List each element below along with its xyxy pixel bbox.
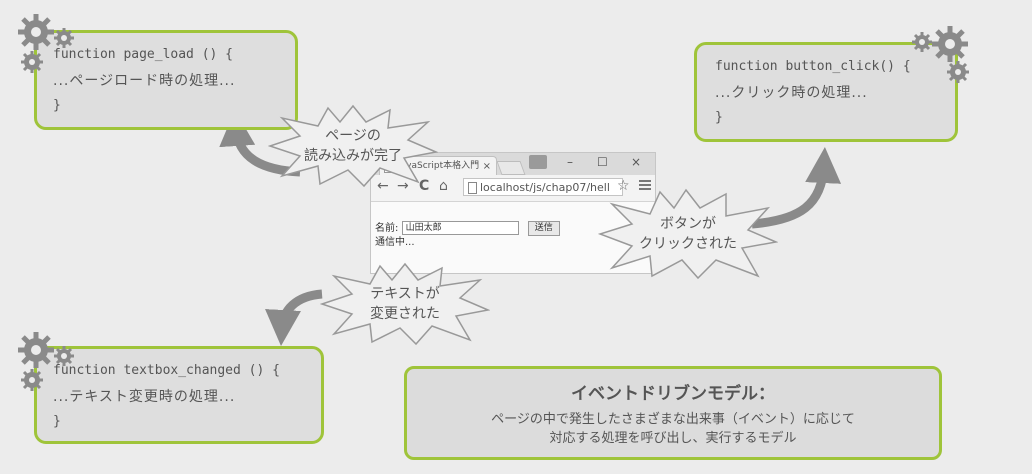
page-load-handler-box: function page_load () { ...ページロード時の処理...… xyxy=(34,30,298,130)
back-icon[interactable]: ← xyxy=(377,178,389,194)
handler-signature: function button_click() { xyxy=(715,59,911,74)
handler-close: } xyxy=(715,110,723,125)
model-description-line1: ページの中で発生したさまざまな出来事（イベント）に応じて xyxy=(491,412,855,427)
textbox-changed-handler-box: function textbox_changed () { ...テキスト変更時… xyxy=(34,346,324,444)
handler-signature: function textbox_changed () { xyxy=(53,363,280,378)
name-row: 名前: 山田太郎 送信 xyxy=(375,219,560,236)
event-label-line1: テキストが xyxy=(370,286,440,302)
model-title: イベントドリブンモデル： xyxy=(571,384,775,404)
model-description-line2: 対応する処理を呼び出し、実行するモデル xyxy=(549,431,797,446)
name-input[interactable]: 山田太郎 xyxy=(401,221,519,235)
close-button[interactable]: × xyxy=(631,155,642,169)
page-icon xyxy=(468,182,477,194)
page-loaded-event-burst: ページの 読み込みが完了 xyxy=(268,104,438,188)
burst-shape xyxy=(320,262,490,346)
text-changed-event-burst: テキストが 変更された xyxy=(320,262,490,346)
handler-body: ...テキスト変更時の処理... xyxy=(53,389,236,405)
tab-bar: JavaScript本格入門 × – ☐ × xyxy=(371,153,655,175)
event-label-line2: 読み込みが完了 xyxy=(304,148,402,164)
handler-close: } xyxy=(53,98,61,113)
event-label-line1: ページの xyxy=(325,128,381,144)
button-clicked-event-burst: ボタンが クリックされた xyxy=(598,188,778,280)
browser-window: JavaScript本格入門 × – ☐ × ← → C ⌂ localhost… xyxy=(370,152,656,274)
event-label-line2: 変更された xyxy=(370,306,440,322)
arrow-icon xyxy=(265,289,323,346)
gear-icon xyxy=(18,332,74,391)
burst-shape xyxy=(268,104,438,188)
menu-icon[interactable] xyxy=(639,180,651,192)
submit-button[interactable]: 送信 xyxy=(527,220,560,236)
name-label: 名前: xyxy=(375,223,399,234)
tab-close-icon[interactable]: × xyxy=(482,161,491,172)
event-driven-model-box: イベントドリブンモデル： ページの中で発生したさまざまな出来事（イベント）に応じ… xyxy=(404,366,942,460)
handler-body: ...ページロード時の処理... xyxy=(53,73,236,89)
browser-toolbar: ← → C ⌂ localhost/js/chap07/hell ☆ xyxy=(371,175,655,202)
gear-icon xyxy=(18,14,74,73)
model-description: ページの中で発生したさまざまな出来事（イベント）に応じて 対応する処理を呼び出し… xyxy=(407,410,939,448)
new-tab-button[interactable] xyxy=(496,161,526,175)
reload-icon[interactable]: C xyxy=(419,178,430,194)
bookmark-star-icon[interactable]: ☆ xyxy=(617,178,630,194)
arrow-icon xyxy=(751,147,842,229)
maximize-button[interactable]: ☐ xyxy=(597,155,608,169)
event-label-line2: クリックされた xyxy=(639,236,737,252)
handler-close: } xyxy=(53,414,61,429)
handler-body: ...クリック時の処理... xyxy=(715,85,868,101)
event-label-line1: ボタンが xyxy=(660,216,716,232)
address-bar[interactable]: localhost/js/chap07/hell xyxy=(463,178,623,196)
handler-signature: function page_load () { xyxy=(53,47,234,62)
address-text: localhost/js/chap07/hell xyxy=(480,181,610,194)
tab-title: JavaScript本格入門 xyxy=(398,161,480,171)
minimize-button[interactable]: – xyxy=(567,155,573,169)
status-text: 通信中... xyxy=(375,237,415,248)
button-click-handler-box: function button_click() { ...クリック時の処理...… xyxy=(694,42,958,142)
profile-icon[interactable] xyxy=(529,155,547,169)
gear-icon xyxy=(912,26,969,83)
home-icon[interactable]: ⌂ xyxy=(439,178,448,194)
burst-shape xyxy=(598,188,778,280)
forward-icon[interactable]: → xyxy=(397,178,409,194)
